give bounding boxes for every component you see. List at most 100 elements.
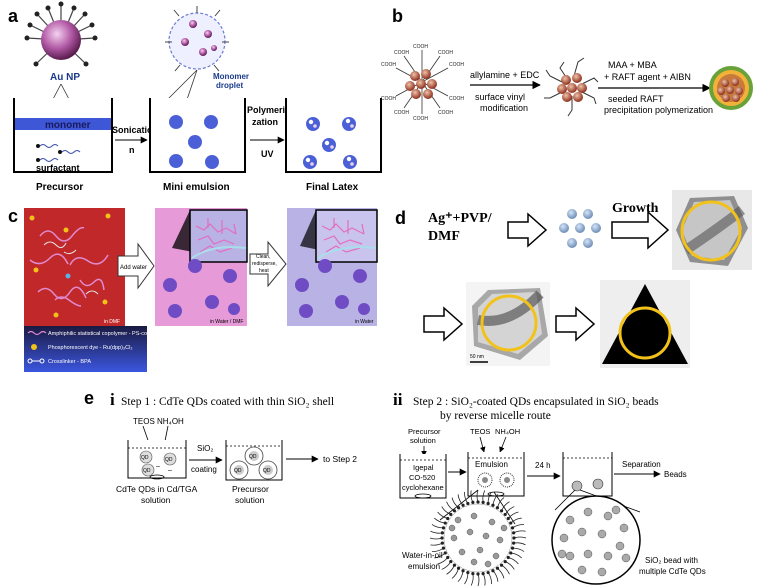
sonication-label-2: n	[129, 145, 135, 155]
qd-label: QD	[143, 468, 151, 474]
to-step2-label: to Step 2	[323, 454, 357, 464]
step2-bottom-label-2: precipitation polymerization	[604, 105, 713, 115]
add-water-label: Add water	[120, 265, 147, 271]
tem-image-truncated: 50 nm	[466, 282, 550, 366]
qd-label: QD	[249, 454, 257, 460]
ag-reagent-label-1: Ag⁺+PVP/	[428, 211, 493, 226]
mini-emulsion-label: Mini emulsion	[163, 182, 230, 193]
sonication-label-1: Sonicatio	[112, 125, 153, 135]
step2-numeral: ii	[393, 390, 403, 409]
legend-copolymer: Amphiphilic statistical copolymer - PS-c…	[48, 331, 157, 337]
in-dmf-label: in DMF	[104, 319, 120, 325]
sio2-bead	[551, 495, 641, 585]
cooh-label: COOH	[449, 96, 464, 102]
step2-title-1: Step 2 : SiO₂-coated QDs encapsulated in…	[413, 396, 659, 408]
scale-bar-label: 50 nm	[470, 354, 484, 360]
teos2-label: TEOS	[470, 427, 490, 436]
cdte-label-2: solution	[141, 495, 171, 505]
hollow-arrow-4	[555, 306, 596, 342]
cooh-label: COOH	[449, 62, 464, 68]
au-np-label: Au NP	[50, 72, 80, 83]
cooh-label: COOH	[381, 96, 396, 102]
step1-beaker-1: QD QD QD – –	[127, 440, 187, 480]
qd-label: QD	[263, 468, 271, 474]
beads-label: Beads	[664, 470, 687, 479]
cooh-label: COOH	[394, 110, 409, 116]
time-label: 24 h	[535, 461, 551, 470]
cooh-label: COOH	[394, 50, 409, 56]
qd-label: QD	[165, 457, 173, 463]
sio2-coating-label-1: SiO₂	[197, 444, 213, 453]
emulsion-label: Emulsion	[475, 460, 508, 469]
mini-emulsion-beaker	[149, 98, 246, 173]
precursor-sol-label-2: solution	[410, 436, 436, 445]
panel-a: a Au NP	[8, 1, 382, 193]
add-water-arrow: Add water	[117, 242, 155, 290]
hollow-arrow-2	[611, 210, 670, 250]
cooh-label: COOH	[413, 44, 428, 50]
precursor-beaker: monomer surfactant	[13, 98, 113, 173]
wio-label-2: emulsion	[408, 562, 440, 571]
tem-image-hexagon	[672, 190, 752, 270]
water-in-oil-droplet	[429, 489, 527, 587]
au-nanoparticle	[24, 1, 98, 67]
step1-title: Step 1 : CdTe QDs coated with thin SiO₂ …	[121, 396, 334, 408]
panel-c-letter: c	[8, 206, 18, 226]
step1-bottom-label-1: surface vinyl	[475, 92, 525, 102]
triangle-particle	[600, 280, 690, 368]
polymerization-label-2: zation	[252, 117, 278, 127]
igepal-beaker	[399, 454, 447, 499]
legend-dye: Phosphorescent dye - Ru(dpp)₃Cl₂	[48, 345, 132, 351]
panel-c: c in DMF	[8, 206, 378, 372]
rafted-bead	[709, 66, 753, 110]
polymerization-label: Polymeri-	[247, 105, 288, 115]
panel-d: d Ag⁺+PVP/ DMF Growth	[395, 190, 752, 368]
cooh-label: COOH	[438, 110, 453, 116]
dmf-box: in DMF	[24, 208, 125, 326]
uv-label: UV	[261, 149, 274, 159]
precursor-solution-label-2: solution	[235, 495, 265, 505]
vinyl-modified-cluster	[544, 57, 599, 117]
cooh-label: COOH	[438, 50, 453, 56]
hollow-arrow-3	[423, 306, 464, 342]
clean-label-2: redisperse,	[252, 261, 277, 267]
in-water-label: in Water	[355, 319, 374, 325]
clean-label-3: heat	[259, 268, 269, 274]
emulsion-beaker	[467, 452, 525, 497]
separation-label: Separation	[622, 460, 661, 469]
svg-text:–: –	[168, 467, 172, 474]
legend-crosslinker: Crosslinker - BPA	[48, 359, 91, 365]
separation-beaker	[562, 452, 613, 497]
clean-arrow: Clean, redisperse, heat	[249, 240, 287, 288]
teos-label: TEOS	[133, 417, 155, 426]
sio2-coating-label-2: coating	[191, 465, 217, 474]
step1-bottom-label-2: modification	[480, 103, 528, 113]
panel-d-letter: d	[395, 208, 406, 228]
precursor-label: Precursor	[36, 182, 83, 193]
bead-label-1: SiO₂ bead with	[645, 556, 698, 565]
panel-e-letter: e	[84, 388, 94, 408]
precursor-solution-label-1: Precursor	[232, 484, 269, 494]
panel-a-letter: a	[8, 6, 19, 26]
cdte-label-1: CdTe QDs in Cd/TGA	[116, 484, 198, 494]
surfactant-label: surfactant	[36, 163, 80, 173]
monomer-label: monomer	[45, 120, 91, 131]
panel-b-letter: b	[392, 6, 403, 26]
qd-label: QD	[234, 468, 242, 474]
final-latex-label: Final Latex	[306, 182, 359, 193]
step2-bottom-label-1: seeded RAFT	[608, 94, 664, 104]
in-water-dmf-label: in Water / DMF	[210, 319, 243, 325]
panel-c-legend: Amphiphilic statistical copolymer - PS-c…	[24, 326, 157, 372]
wio-label-1: Water-in-oil	[402, 551, 443, 560]
qd-label: QD	[141, 455, 149, 461]
cooh-label: COOH	[381, 62, 396, 68]
ag-reagent-label-2: DMF	[428, 229, 460, 244]
step1-numeral: i	[110, 390, 115, 409]
igepal-label-1: Igepal	[413, 463, 434, 472]
step2-top-label-2: + RAFT agent + AIBN	[604, 72, 691, 82]
cooh-nanoparticle-cluster: COOH COOH COOH COOH COOH COOH COOH COOH …	[381, 44, 464, 122]
cooh-label: COOH	[413, 116, 428, 122]
seed-particles	[559, 209, 601, 248]
precursor-sol-label-1: Precursor	[408, 427, 441, 436]
